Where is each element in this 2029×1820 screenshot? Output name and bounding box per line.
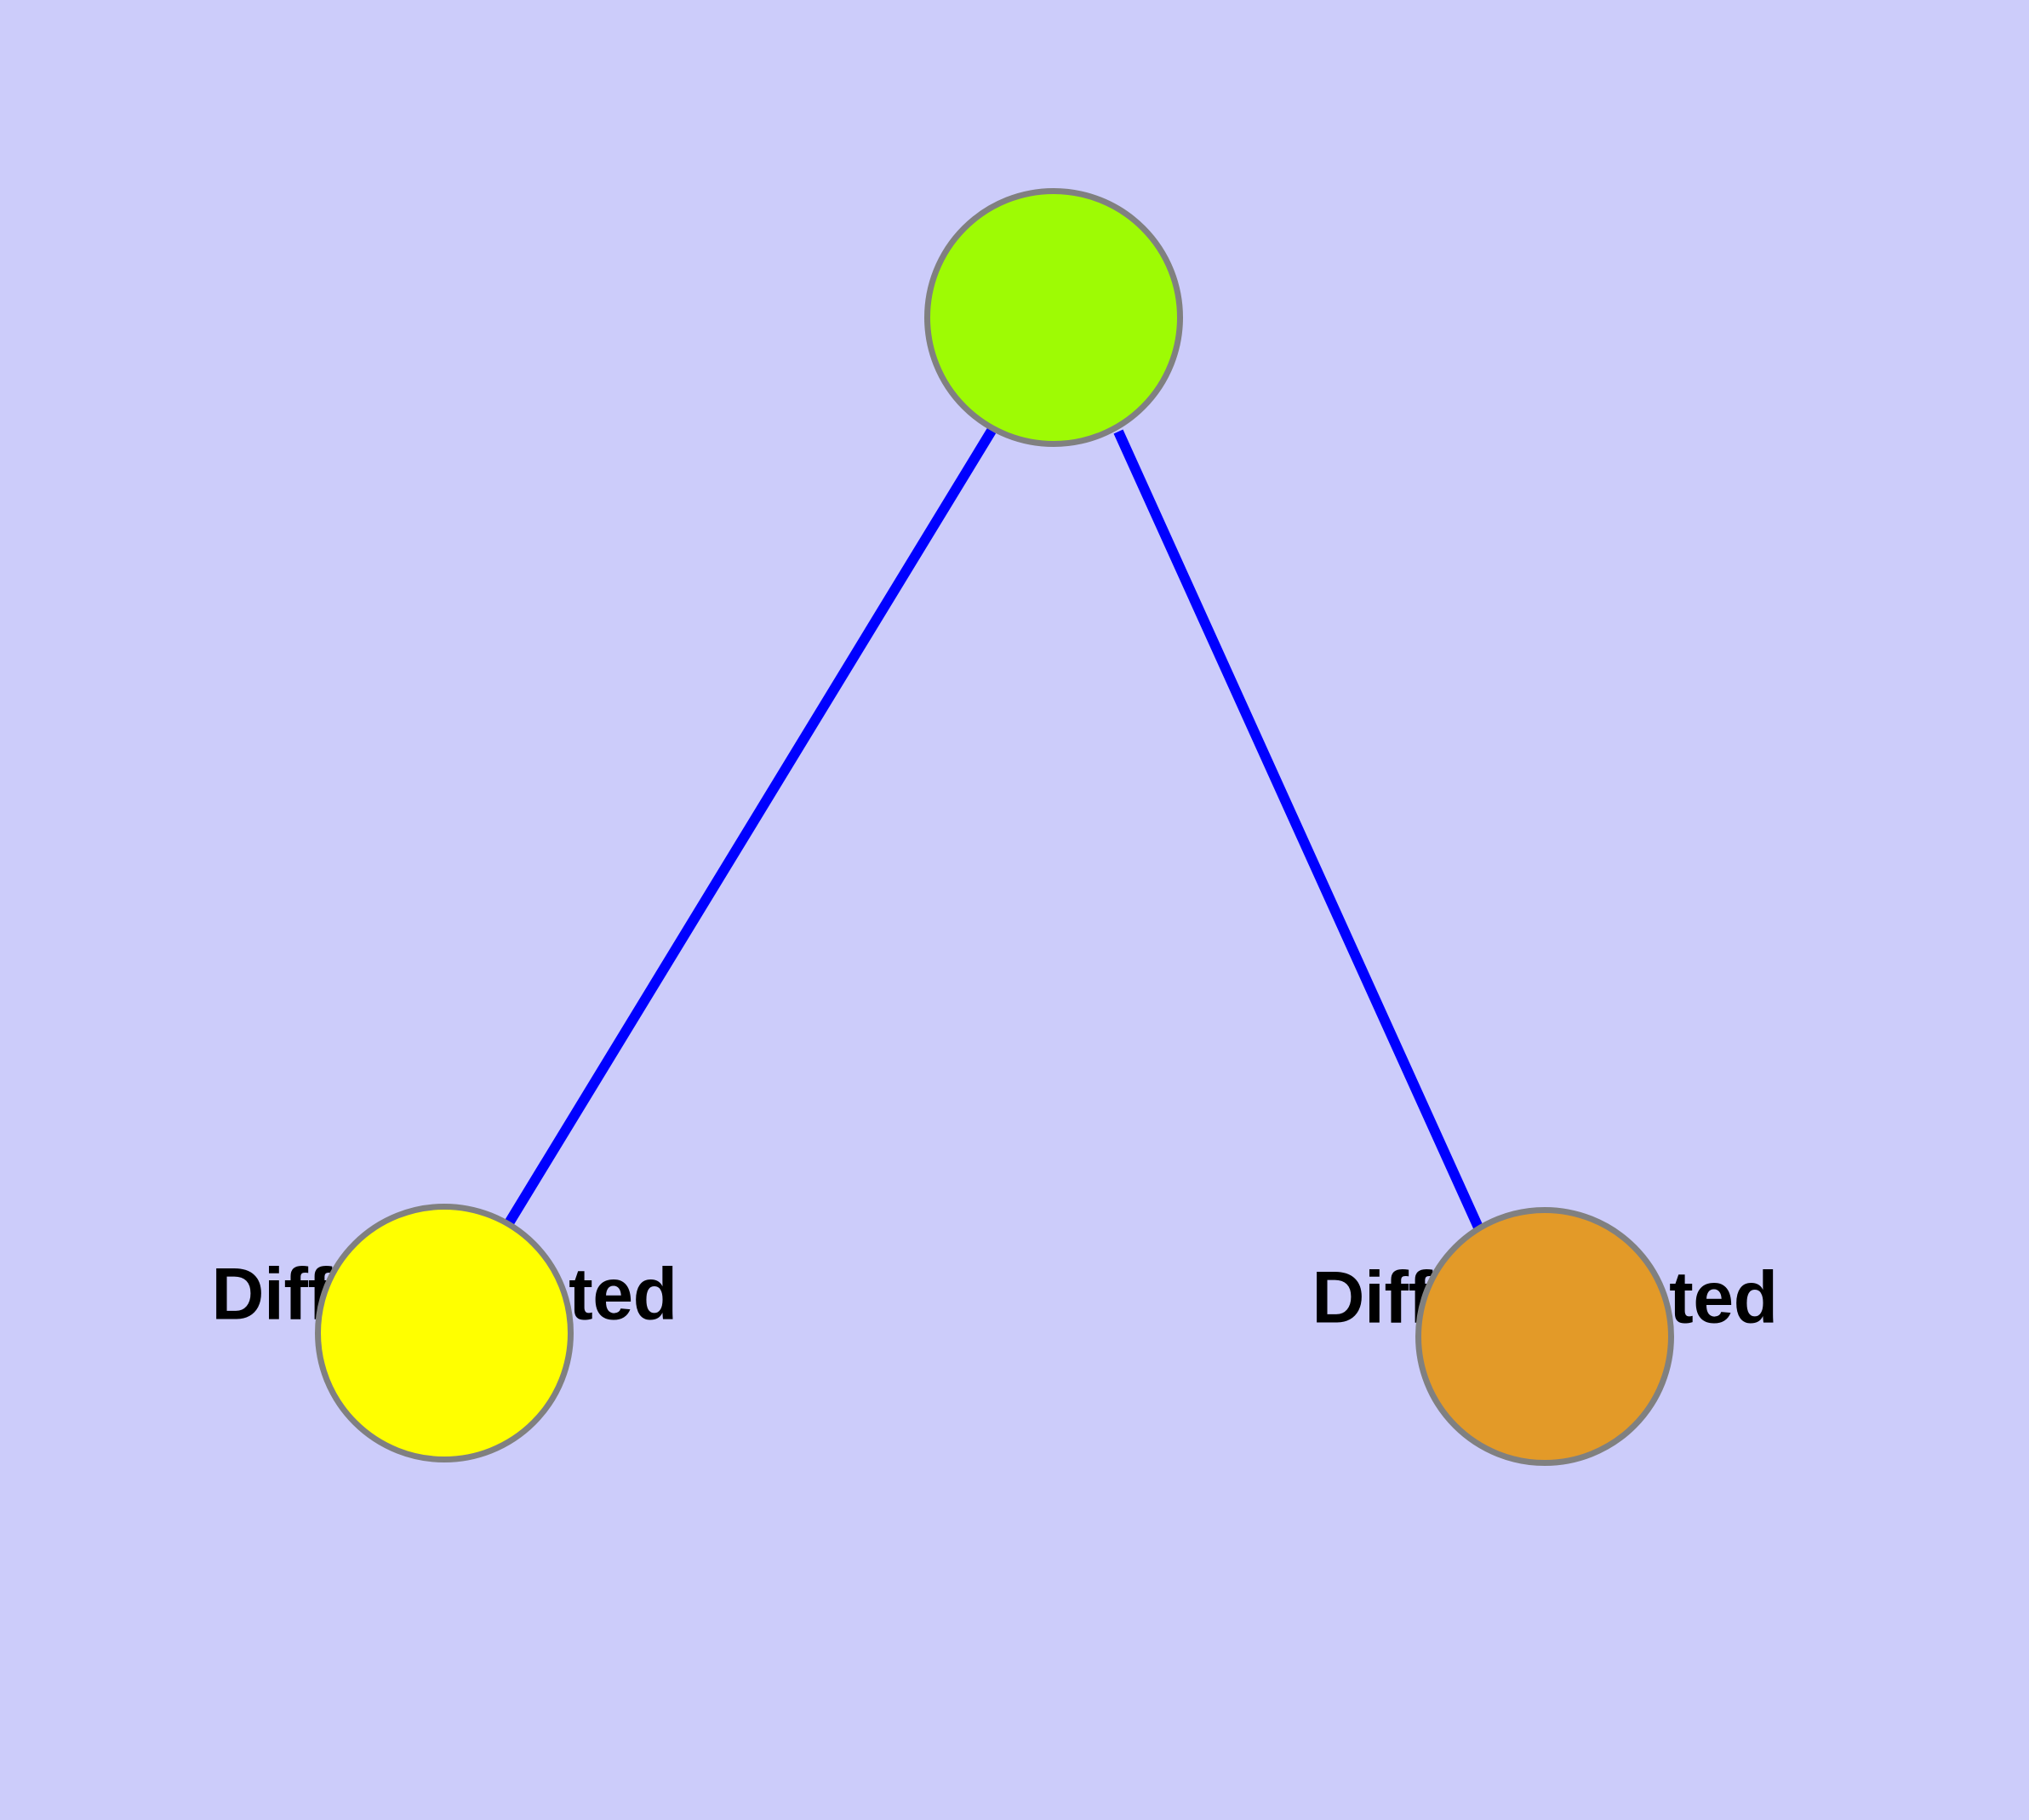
node-stem[interactable] — [924, 188, 1183, 447]
edge-stem-to-diff-a — [502, 427, 997, 1229]
node-differentiated-type-b[interactable] — [1415, 1207, 1674, 1466]
node-differentiated-type-a[interactable] — [315, 1204, 574, 1462]
edge-stem-to-diff-b — [1113, 429, 1484, 1232]
